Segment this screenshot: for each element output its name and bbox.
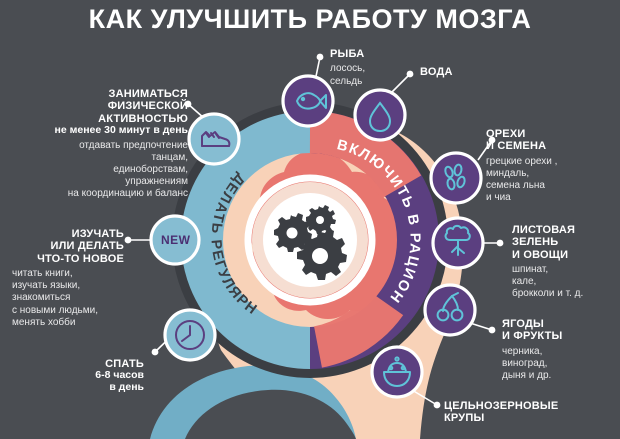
label-whole-grains: ЦЕЛЬНОЗЕРНОВЫЕ КРУПЫ — [444, 400, 614, 425]
label-fish-line1: РЫБА — [330, 48, 365, 60]
label-learn-new-detail-3: знакомиться — [12, 292, 71, 304]
page-title: КАК УЛУЧШИТЬ РАБОТУ МОЗГА — [88, 4, 532, 34]
label-learn-new-detail-5: менять хобби — [12, 316, 76, 328]
label-berries-fruits: ЯГОДЫ И ФРУКТЫ черника, виноград, дыня и… — [502, 318, 612, 382]
ring-left-half — [181, 111, 311, 369]
label-leafy-greens-detail-3: брокколи и т. д. — [512, 288, 584, 300]
water-drop-icon[interactable] — [353, 88, 407, 142]
label-learn-new-line2: ИЛИ ДЕЛАТЬ — [50, 240, 124, 253]
label-physical-activity-line2: ФИЗИЧЕСКОЙ — [107, 100, 188, 113]
label-physical-activity-detail-2: танцам, — [151, 151, 189, 163]
label-physical-activity: ЗАНИМАТЬСЯ ФИЗИЧЕСКОЙ АКТИВНОСТЬЮ не мен… — [16, 88, 188, 201]
broccoli-icon[interactable] — [431, 216, 485, 270]
label-leafy-greens-line1: ЛИСТОВАЯ — [512, 224, 576, 236]
label-leafy-greens-line2: ЗЕЛЕНЬ — [512, 236, 559, 249]
label-physical-activity-detail-3: единоборствам, — [113, 164, 188, 176]
label-sleep-sub-1: 6-8 часов — [95, 369, 144, 382]
label-nuts-seeds-line1: ОРЕХИ — [486, 128, 526, 140]
ring-brain-overlap-bottom — [313, 290, 404, 368]
gears-icon — [274, 205, 347, 280]
label-physical-activity-line3: АКТИВНОСТЬЮ — [98, 112, 188, 125]
shoulder-shadow — [185, 389, 356, 439]
label-nuts-seeds-detail-1: грецкие орехи , — [486, 155, 558, 167]
nuts-seeds-icon[interactable] — [429, 151, 483, 205]
label-physical-activity-detail-4: упражнениям — [125, 176, 188, 188]
label-leafy-greens-detail-2: кале, — [512, 276, 537, 288]
label-sleep: СПАТЬ 6-8 часов в день — [38, 358, 144, 394]
label-berries-fruits-detail-3: дыня и др. — [502, 370, 552, 381]
label-learn-new-detail-2: изучать языки, — [12, 280, 81, 292]
label-learn-new-detail-1: читать книги, — [12, 267, 73, 279]
label-nuts-seeds-line2: И СЕМЕНА — [486, 140, 547, 153]
label-physical-activity-sub: не менее 30 минут в день — [54, 123, 188, 136]
label-berries-fruits-line2: И ФРУКТЫ — [502, 330, 563, 343]
label-fish-detail-2: сельдь — [330, 75, 363, 87]
label-nuts-seeds: ОРЕХИ И СЕМЕНА грецкие орехи , миндаль, … — [486, 128, 616, 204]
label-learn-new-detail-4: с новыми людьми, — [12, 304, 99, 316]
label-berries-fruits-detail-1: черника, — [502, 345, 543, 357]
ring-brain-overlap-top — [309, 111, 422, 198]
hub-outline — [244, 174, 376, 306]
label-learn-new-line3: ЧТО-ТО НОВОЕ — [37, 252, 124, 265]
label-water-line1: ВОДА — [420, 66, 453, 78]
clock-icon[interactable] — [163, 308, 217, 362]
label-nuts-seeds-detail-4: и чиа — [486, 192, 511, 204]
label-fish-detail-1: лосось, — [330, 63, 366, 75]
label-sleep-sub-2: в день — [109, 381, 144, 394]
label-physical-activity-detail-1: отдавать предпочтение — [79, 139, 188, 151]
label-learn-new: ИЗУЧАТЬ ИЛИ ДЕЛАТЬ ЧТО-ТО НОВОЕ читать к… — [12, 228, 124, 329]
label-whole-grains-line2: КРУПЫ — [444, 412, 485, 425]
label-water: ВОДА — [420, 66, 510, 78]
new-badge-label: NEW — [161, 233, 191, 247]
label-fish: РЫБА лосось, сельдь — [330, 48, 420, 88]
label-berries-fruits-detail-2: виноград, — [502, 357, 548, 369]
connector-dots — [124, 53, 504, 409]
label-whole-grains-line1: ЦЕЛЬНОЗЕРНОВЫЕ — [444, 400, 559, 412]
label-learn-new-line1: ИЗУЧАТЬ — [71, 228, 124, 240]
label-nuts-seeds-detail-3: семена льна — [486, 180, 545, 191]
label-physical-activity-detail-5: на координацию и баланс — [67, 188, 188, 200]
label-leafy-greens-detail-1: шпинат, — [512, 263, 549, 275]
label-sleep-line1: СПАТЬ — [105, 358, 144, 370]
label-leafy-greens-line3: И ОВОЩИ — [512, 248, 569, 261]
label-physical-activity-line1: ЗАНИМАТЬСЯ — [108, 88, 188, 100]
cherries-icon[interactable] — [423, 283, 477, 337]
label-leafy-greens: ЛИСТОВАЯ ЗЕЛЕНЬ И ОВОЩИ шпинат, кале, бр… — [512, 224, 620, 301]
new-badge-circle[interactable] — [149, 214, 201, 266]
sneaker-icon[interactable] — [187, 112, 241, 166]
grain-bowl-icon[interactable] — [370, 345, 424, 399]
label-berries-fruits-line1: ЯГОДЫ — [502, 318, 545, 330]
label-nuts-seeds-detail-2: миндаль, — [486, 167, 530, 179]
fish-icon[interactable] — [281, 74, 335, 128]
